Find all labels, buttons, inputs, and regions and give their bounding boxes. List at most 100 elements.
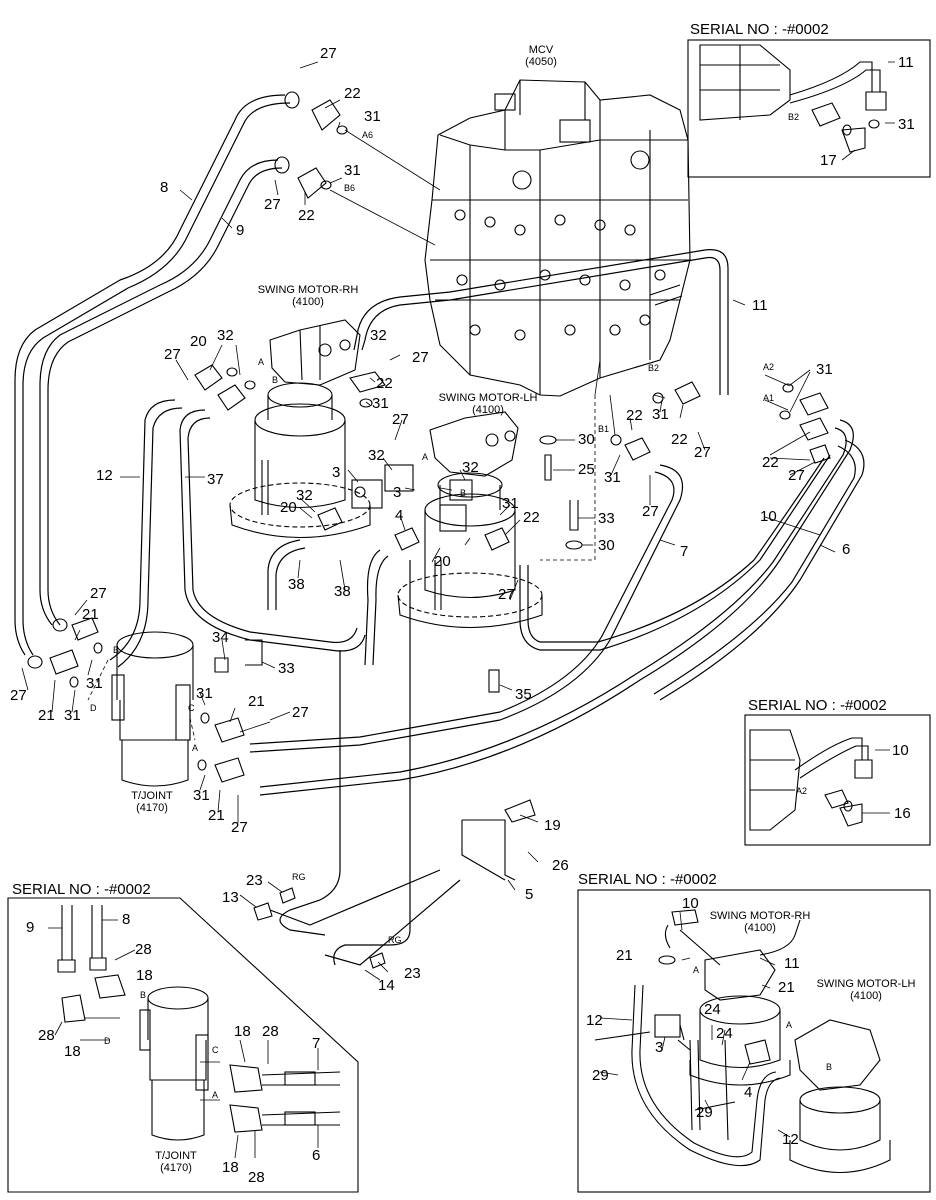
inset-bottom-left-frame xyxy=(7,897,359,1193)
callout-32: 32 xyxy=(368,447,385,464)
callout-11: 11 xyxy=(898,54,914,71)
callout-7: 7 xyxy=(680,543,689,560)
callout-22: 22 xyxy=(376,375,393,392)
callout-25: 25 xyxy=(578,461,595,478)
callout-21: 21 xyxy=(248,693,265,710)
callout-20: 20 xyxy=(280,499,297,516)
inset-swing-rh-name: SWING MOTOR-RH xyxy=(709,910,811,922)
dashed-guides xyxy=(87,395,596,741)
callout-18: 18 xyxy=(222,1159,239,1176)
callout-33: 33 xyxy=(598,510,615,527)
swing-motor-rh-label: SWING MOTOR-RH (4100) xyxy=(248,284,368,308)
port-label: RG xyxy=(292,872,306,882)
callout-27: 27 xyxy=(320,45,337,62)
callout-29: 29 xyxy=(592,1067,609,1084)
mcv-label: MCV (4050) xyxy=(516,44,566,68)
callout-22: 22 xyxy=(762,454,779,471)
callout-30: 30 xyxy=(598,537,615,554)
tjoint-label: T/JOINT (4170) xyxy=(122,790,182,814)
callout-31: 31 xyxy=(898,116,915,133)
inset-top-right-drawing xyxy=(699,44,895,161)
port-label: A1 xyxy=(763,393,775,403)
callout-20: 20 xyxy=(190,333,207,350)
callout-3: 3 xyxy=(393,484,402,501)
inset-swing-rh-label: SWING MOTOR-RH (4100) xyxy=(700,910,820,934)
callout-27: 27 xyxy=(788,467,805,484)
callout-20: 20 xyxy=(434,553,451,570)
callout-10: 10 xyxy=(682,895,699,912)
callout-31: 31 xyxy=(196,685,213,702)
callout-29: 29 xyxy=(696,1104,713,1121)
callout-5: 5 xyxy=(525,886,534,903)
port-label: B xyxy=(113,645,120,655)
callout-10: 10 xyxy=(760,508,777,525)
callout-27: 27 xyxy=(498,586,515,603)
callout-18: 18 xyxy=(136,967,153,984)
callout-6: 6 xyxy=(312,1147,321,1164)
callout-34: 34 xyxy=(212,629,229,646)
callout-22: 22 xyxy=(298,207,315,224)
callout-21: 21 xyxy=(616,947,633,964)
port-label: A xyxy=(422,452,429,462)
tjoint-code: (4170) xyxy=(136,802,168,814)
inset-mid-right-frame xyxy=(744,714,931,846)
inset-bottom-right-serial: SERIAL NO : -#0002 xyxy=(578,871,717,888)
callout-9: 9 xyxy=(236,222,245,239)
port-label-a2: A2 xyxy=(796,786,808,796)
callout-28: 28 xyxy=(262,1023,279,1040)
callout-16: 16 xyxy=(894,805,911,822)
inset-bottom-right-drawing xyxy=(594,909,891,1173)
callout-31: 31 xyxy=(372,395,389,412)
callout-22: 22 xyxy=(523,509,540,526)
inset-mid-right-serial: SERIAL NO : -#0002 xyxy=(748,697,887,714)
callout-31: 31 xyxy=(344,162,361,179)
callout-35: 35 xyxy=(515,686,532,703)
callout-21: 21 xyxy=(778,979,795,996)
callout-22: 22 xyxy=(344,85,361,102)
port-label: A xyxy=(212,1090,219,1100)
tjoint-name: T/JOINT xyxy=(131,790,173,802)
callout-21: 21 xyxy=(82,606,99,623)
mcv-valve-block xyxy=(424,79,691,397)
port-label: A xyxy=(192,743,199,753)
callout-18: 18 xyxy=(64,1043,81,1060)
port-label: A6 xyxy=(362,130,374,140)
callout-27: 27 xyxy=(264,196,281,213)
callout-7: 7 xyxy=(312,1035,321,1052)
port-label: B xyxy=(272,375,279,385)
callout-27: 27 xyxy=(164,346,181,363)
inset-swing-lh-label: SWING MOTOR-LH (4100) xyxy=(806,978,926,1002)
port-label: B xyxy=(826,1062,833,1072)
callout-27: 27 xyxy=(292,704,309,721)
port-label: C xyxy=(212,1045,219,1055)
inset-bottom-right-frame xyxy=(577,889,931,1193)
callout-26: 26 xyxy=(552,857,569,874)
port-label: C xyxy=(188,703,195,713)
inset-tjoint-name: T/JOINT xyxy=(155,1150,197,1162)
callout-28: 28 xyxy=(38,1027,55,1044)
port-label: D xyxy=(104,1036,111,1046)
inset-tjoint-label: T/JOINT (4170) xyxy=(146,1150,206,1174)
callout-12: 12 xyxy=(586,1012,603,1029)
callout-32: 32 xyxy=(462,459,479,476)
callout-6: 6 xyxy=(842,541,851,558)
callout-13: 13 xyxy=(222,889,239,906)
leader-lines xyxy=(21,61,836,981)
inset-tjoint-code: (4170) xyxy=(160,1162,192,1174)
callout-4: 4 xyxy=(395,507,404,524)
callout-27: 27 xyxy=(694,444,711,461)
callout-27: 27 xyxy=(642,503,659,520)
swing-motor-lh xyxy=(397,411,543,628)
callout-21: 21 xyxy=(38,707,55,724)
callout-31: 31 xyxy=(604,469,621,486)
callout-28: 28 xyxy=(248,1169,265,1186)
callout-10: 10 xyxy=(892,742,909,759)
callout-31: 31 xyxy=(364,108,381,125)
swing-motor-lh-label: SWING MOTOR-LH (4100) xyxy=(428,392,548,416)
callout-24: 24 xyxy=(704,1001,721,1018)
port-label: A xyxy=(693,965,700,975)
callout-27: 27 xyxy=(10,687,27,704)
callout-32: 32 xyxy=(370,327,387,344)
callout-8: 8 xyxy=(122,911,131,928)
